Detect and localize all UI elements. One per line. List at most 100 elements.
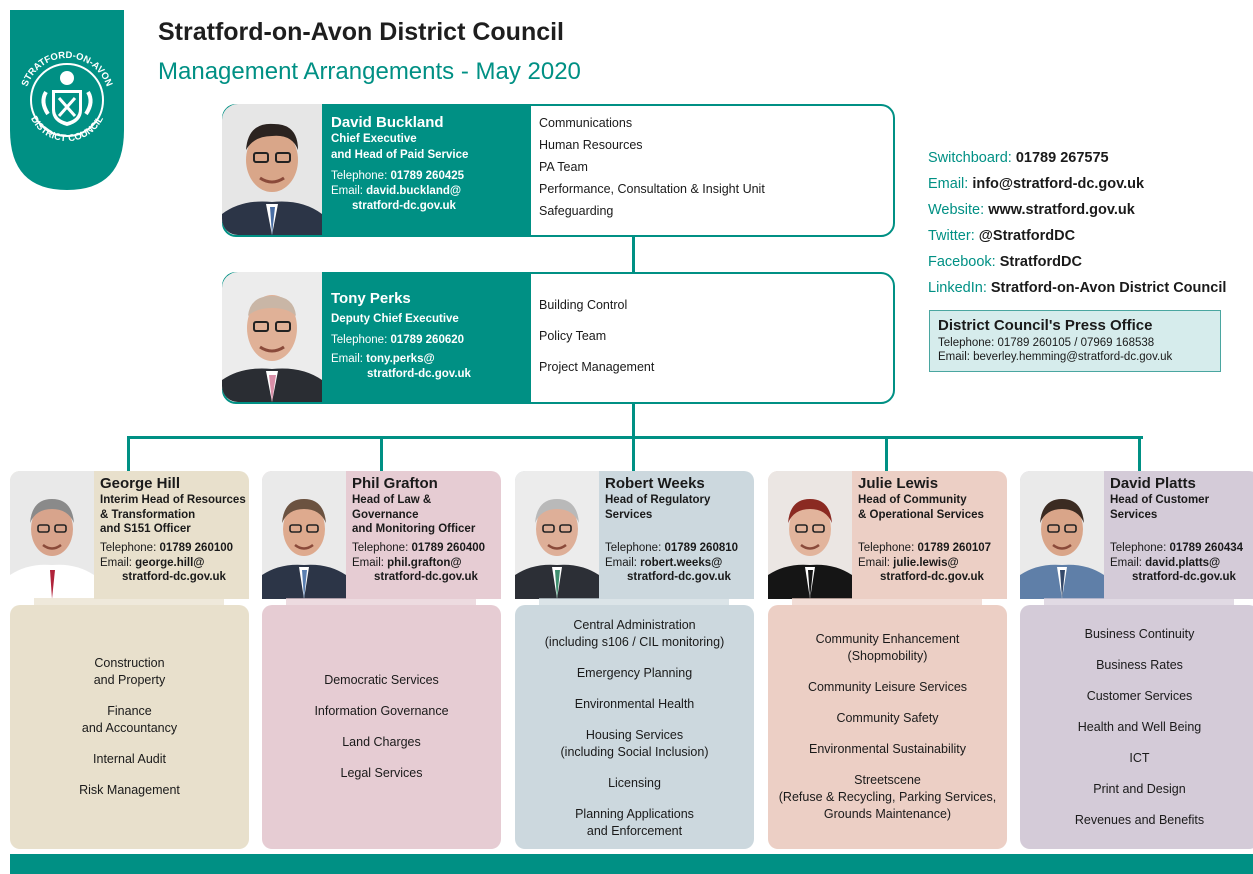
head-email: phil.grafton@ <box>387 556 462 569</box>
chief-executive-email: david.buckland@ <box>366 185 462 197</box>
deputy-chief-executive-role: Deputy Chief Executive <box>331 313 459 325</box>
connector-line <box>885 436 888 472</box>
head-name: Phil Grafton <box>352 475 438 492</box>
head-telephone: 01789 260434 <box>1169 542 1244 554</box>
connector-line <box>127 436 130 472</box>
head-email-domain: stratford-dc.gov.uk <box>122 571 226 583</box>
email-label: Email: <box>928 176 969 192</box>
head-email-domain: stratford-dc.gov.uk <box>1132 571 1236 583</box>
head-role: Head of Customer <box>1110 494 1210 506</box>
footer-bar <box>10 854 1253 874</box>
service-item: Revenues and Benefits <box>1020 812 1253 829</box>
card-connector-tab <box>792 598 982 606</box>
card-connector-tab <box>34 598 224 606</box>
service-item: Community Safety <box>768 710 1007 727</box>
head-name: Julie Lewis <box>858 475 939 492</box>
head-email: robert.weeks@ <box>640 556 723 569</box>
service-line: Licensing <box>608 776 661 790</box>
switchboard-number: 01789 267575 <box>1015 150 1109 166</box>
service-line: and Property <box>93 673 166 687</box>
chief-executive-details: David Buckland Chief Executive and Head … <box>322 104 531 235</box>
service-line: Planning Applications <box>575 807 694 821</box>
head-role: Head of Regulatory <box>605 494 711 506</box>
chief-executive-role-2: and Head of Paid Service <box>331 149 469 161</box>
head-role: Services <box>1110 508 1158 521</box>
service-line: Housing Services <box>585 728 684 742</box>
linkedin-label: LinkedIn: <box>928 280 987 296</box>
service-line: Community Safety <box>836 711 939 725</box>
contact-twitter: Twitter: @StratfordDC <box>928 228 1075 244</box>
service-line: Print and Design <box>1093 781 1186 796</box>
email-label: Email: <box>331 353 363 365</box>
service-item: Business Rates <box>1020 657 1253 674</box>
email-label: Email: <box>1110 556 1142 569</box>
head-role: and Monitoring Officer <box>352 523 476 535</box>
head-photo <box>768 471 852 599</box>
page-title: Stratford-on-Avon District Council <box>158 18 565 46</box>
contact-facebook: Facebook: StratfordDC <box>928 254 1082 270</box>
head-photo <box>10 471 94 599</box>
deputy-chief-executive-telephone: 01789 260620 <box>390 334 465 346</box>
tel-label: Telephone: <box>331 170 388 182</box>
chief-executive-name: David Buckland <box>331 114 444 131</box>
head-photo <box>1020 471 1104 599</box>
service-item: Central Administration(including s106 / … <box>515 617 754 651</box>
deputy-chief-executive-email-domain: stratford-dc.gov.uk <box>367 368 471 380</box>
contact-email-address[interactable]: info@stratford-dc.gov.uk <box>972 176 1145 192</box>
service-line: Streetscene <box>854 773 921 787</box>
service-line: and Accountancy <box>81 721 178 735</box>
head-telephone: 01789 260107 <box>917 542 992 554</box>
tel-label: Telephone: <box>858 542 915 554</box>
head-email: julie.lewis@ <box>893 556 959 569</box>
service-item: Community Enhancement(Shopmobility) <box>768 631 1007 665</box>
chief-executive-photo <box>222 104 322 235</box>
deputy-chief-executive-photo <box>222 272 322 402</box>
head-role: & Transformation <box>100 508 196 521</box>
service-line: Construction <box>94 656 165 670</box>
head-name: George Hill <box>100 475 181 492</box>
website-link[interactable]: www.stratford.gov.uk <box>988 202 1135 218</box>
connector-line <box>380 436 383 472</box>
linkedin-handle[interactable]: Stratford-on-Avon District Council <box>990 280 1227 296</box>
facebook-handle[interactable]: StratfordDC <box>999 254 1082 270</box>
website-label: Website: <box>928 202 985 218</box>
service-line: Land Charges <box>342 735 421 749</box>
service-line: Internal Audit <box>93 752 166 766</box>
head-telephone: 01789 260400 <box>411 542 486 554</box>
service-line: (Refuse & Recycling, Parking Services, <box>778 790 997 804</box>
head-photo <box>262 471 346 599</box>
connector-line <box>127 436 1143 439</box>
service-item: Internal Audit <box>10 751 249 768</box>
connector-line <box>632 401 635 438</box>
contact-switchboard: Switchboard: 01789 267575 <box>928 150 1109 166</box>
tel-label: Telephone: <box>1110 542 1167 554</box>
twitter-handle[interactable]: @StratfordDC <box>978 228 1076 244</box>
press-office-box: District Council's Press Office Telephon… <box>929 310 1221 372</box>
service-item: Information Governance <box>262 703 501 720</box>
service-item: Land Charges <box>262 734 501 751</box>
service-item: Environmental Health <box>515 696 754 713</box>
service-line: Information Governance <box>314 704 449 718</box>
contact-website: Website: www.stratford.gov.uk <box>928 202 1135 218</box>
head-email-domain: stratford-dc.gov.uk <box>880 571 984 583</box>
service-item: Legal Services <box>262 765 501 782</box>
service-line: Community Enhancement <box>815 632 960 646</box>
deputy-chief-executive-details: Tony Perks Deputy Chief Executive Teleph… <box>322 272 531 402</box>
service-line: Democratic Services <box>324 673 439 687</box>
head-telephone: 01789 260100 <box>159 542 234 554</box>
service-line: ICT <box>1129 750 1150 765</box>
service-item: Print and Design <box>1020 781 1253 798</box>
contact-linkedin: LinkedIn: Stratford-on-Avon District Cou… <box>928 280 1226 296</box>
tel-label: Telephone: <box>100 542 157 554</box>
service-item: Environmental Sustainability <box>768 741 1007 758</box>
head-role: Governance <box>352 508 419 521</box>
